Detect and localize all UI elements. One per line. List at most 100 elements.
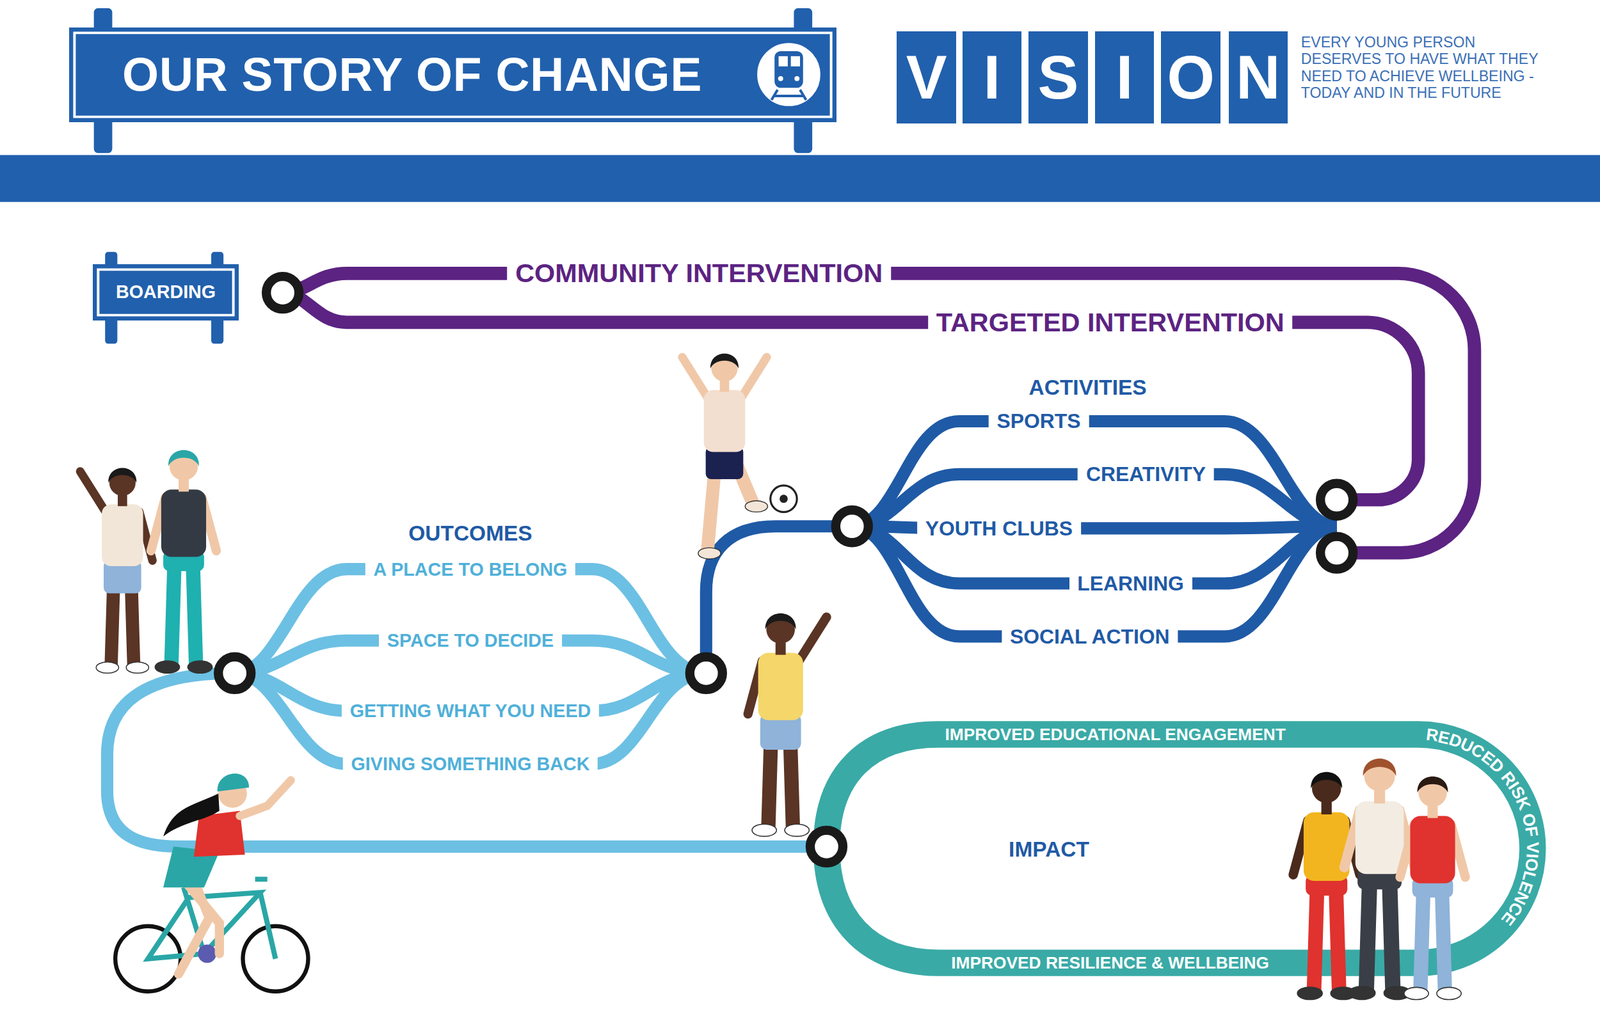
activities-line-part [851,421,1337,527]
person-hair [1310,772,1343,790]
person-neck [1427,806,1439,819]
vision-letter: V [906,46,948,109]
person-shoe [96,662,119,674]
person-shoe [187,661,212,674]
outcome-label: GETTING WHAT YOU NEED [341,700,600,722]
vision-letter: I [983,46,1001,109]
football-patch [779,494,788,504]
curved-letter: V [1524,842,1542,854]
person-hair [168,450,200,467]
station-part [835,510,869,543]
outcome-label: SPACE TO DECIDE [378,630,562,652]
person-neck [1321,802,1332,816]
person-leg [1420,887,1424,990]
person-arm [741,357,767,398]
person-torso [101,504,144,567]
station-part [1320,483,1353,517]
vision-letter-box: O [1160,31,1220,123]
purple-line-part [282,293,1419,501]
person-neck [720,380,730,393]
activity-label: SOCIAL ACTION [1001,625,1178,649]
impact-label: IMPROVED RESILIENCE & WELLBEING [943,953,1278,973]
vision-letter-box: I [1095,31,1154,123]
train-icon-part [791,56,800,67]
person-torso [704,390,746,453]
person-shoe [154,661,180,674]
station [218,276,1353,864]
person-neck [117,495,128,507]
person-neck [178,479,189,492]
train-icon-part [778,56,788,67]
impact-label: IMPROVED EDUCATIONAL ENGAGEMENT [936,725,1295,745]
person-shoe [1348,986,1375,1001]
activities-line [705,421,1337,674]
vision-letter-box: S [1028,31,1088,123]
vision-letter: S [1037,46,1079,109]
activity-label: YOUTH CLUBS [917,517,1081,541]
outcomes-line [106,569,827,848]
person-figure [1400,776,1466,1001]
vision-letter-box: N [1228,31,1288,123]
outcome-label: GIVING SOMETHING BACK [343,753,598,776]
train-icon-part [774,51,804,88]
station-part [266,276,299,310]
person-leg [171,561,175,664]
section-heading: OUTCOMES [408,521,532,547]
person-arm [682,357,708,398]
person-shoe [752,824,777,837]
person-hair [1363,759,1397,777]
outcome-label: A PLACE TO BELONG [365,558,576,580]
person-shoe [1436,987,1462,1000]
activities-line-part [851,526,1337,637]
vision-letter: I [1116,46,1134,109]
activity-label: CREATIVITY [1077,462,1215,487]
train-icon-part [778,76,784,82]
person-hair [108,467,137,483]
vision-letter: O [1166,46,1215,109]
purple-line-part [282,273,1475,553]
person-leg [1441,887,1446,990]
title-sign: OUR STORY OF CHANGE [69,27,837,123]
boarding-sign: BOARDING [92,264,239,321]
title-text: OUR STORY OF CHANGE [122,51,703,99]
people-illustration [80,353,1465,1001]
vision-letter-box: V [896,31,956,123]
train-icon-part [794,76,800,82]
person-figure [682,353,768,560]
station-part [689,657,723,690]
cyclist [115,773,308,992]
person-torso [758,652,804,720]
outcomes-line-part [234,569,707,674]
train-icon-part [756,42,822,108]
rider-leg [181,877,220,955]
person-shoe [744,501,768,513]
train-icon-part [771,89,806,100]
activity-label: SPORTS [988,409,1090,434]
section-heading: ACTIVITIES [1029,375,1147,401]
person-shoe [698,547,721,560]
person-leg [192,561,196,664]
person-hair [710,353,739,369]
vision-statement: EVERY YOUNG PERSON DESERVES TO HAVE WHAT… [1301,33,1542,102]
station-part [218,657,251,690]
bike-crank [197,944,217,964]
person-torso [1409,816,1455,884]
person-arm [80,471,106,512]
person-shoe [784,824,809,837]
sign-text: BOARDING [115,282,216,302]
person-figure [1344,759,1416,1001]
person-leg [1366,878,1370,989]
header-bar [0,154,1600,202]
person-shoe [1297,987,1323,1001]
person-arm [798,617,827,662]
person-leg [1313,885,1318,991]
person-hair [765,613,797,630]
line-label: TARGETED INTERVENTION [928,307,1293,338]
person-figure [80,467,153,674]
outcomes-line-part [234,673,707,765]
vision-letter: N [1235,46,1280,109]
person-torso [1355,801,1405,875]
person-figure [1293,772,1360,1001]
